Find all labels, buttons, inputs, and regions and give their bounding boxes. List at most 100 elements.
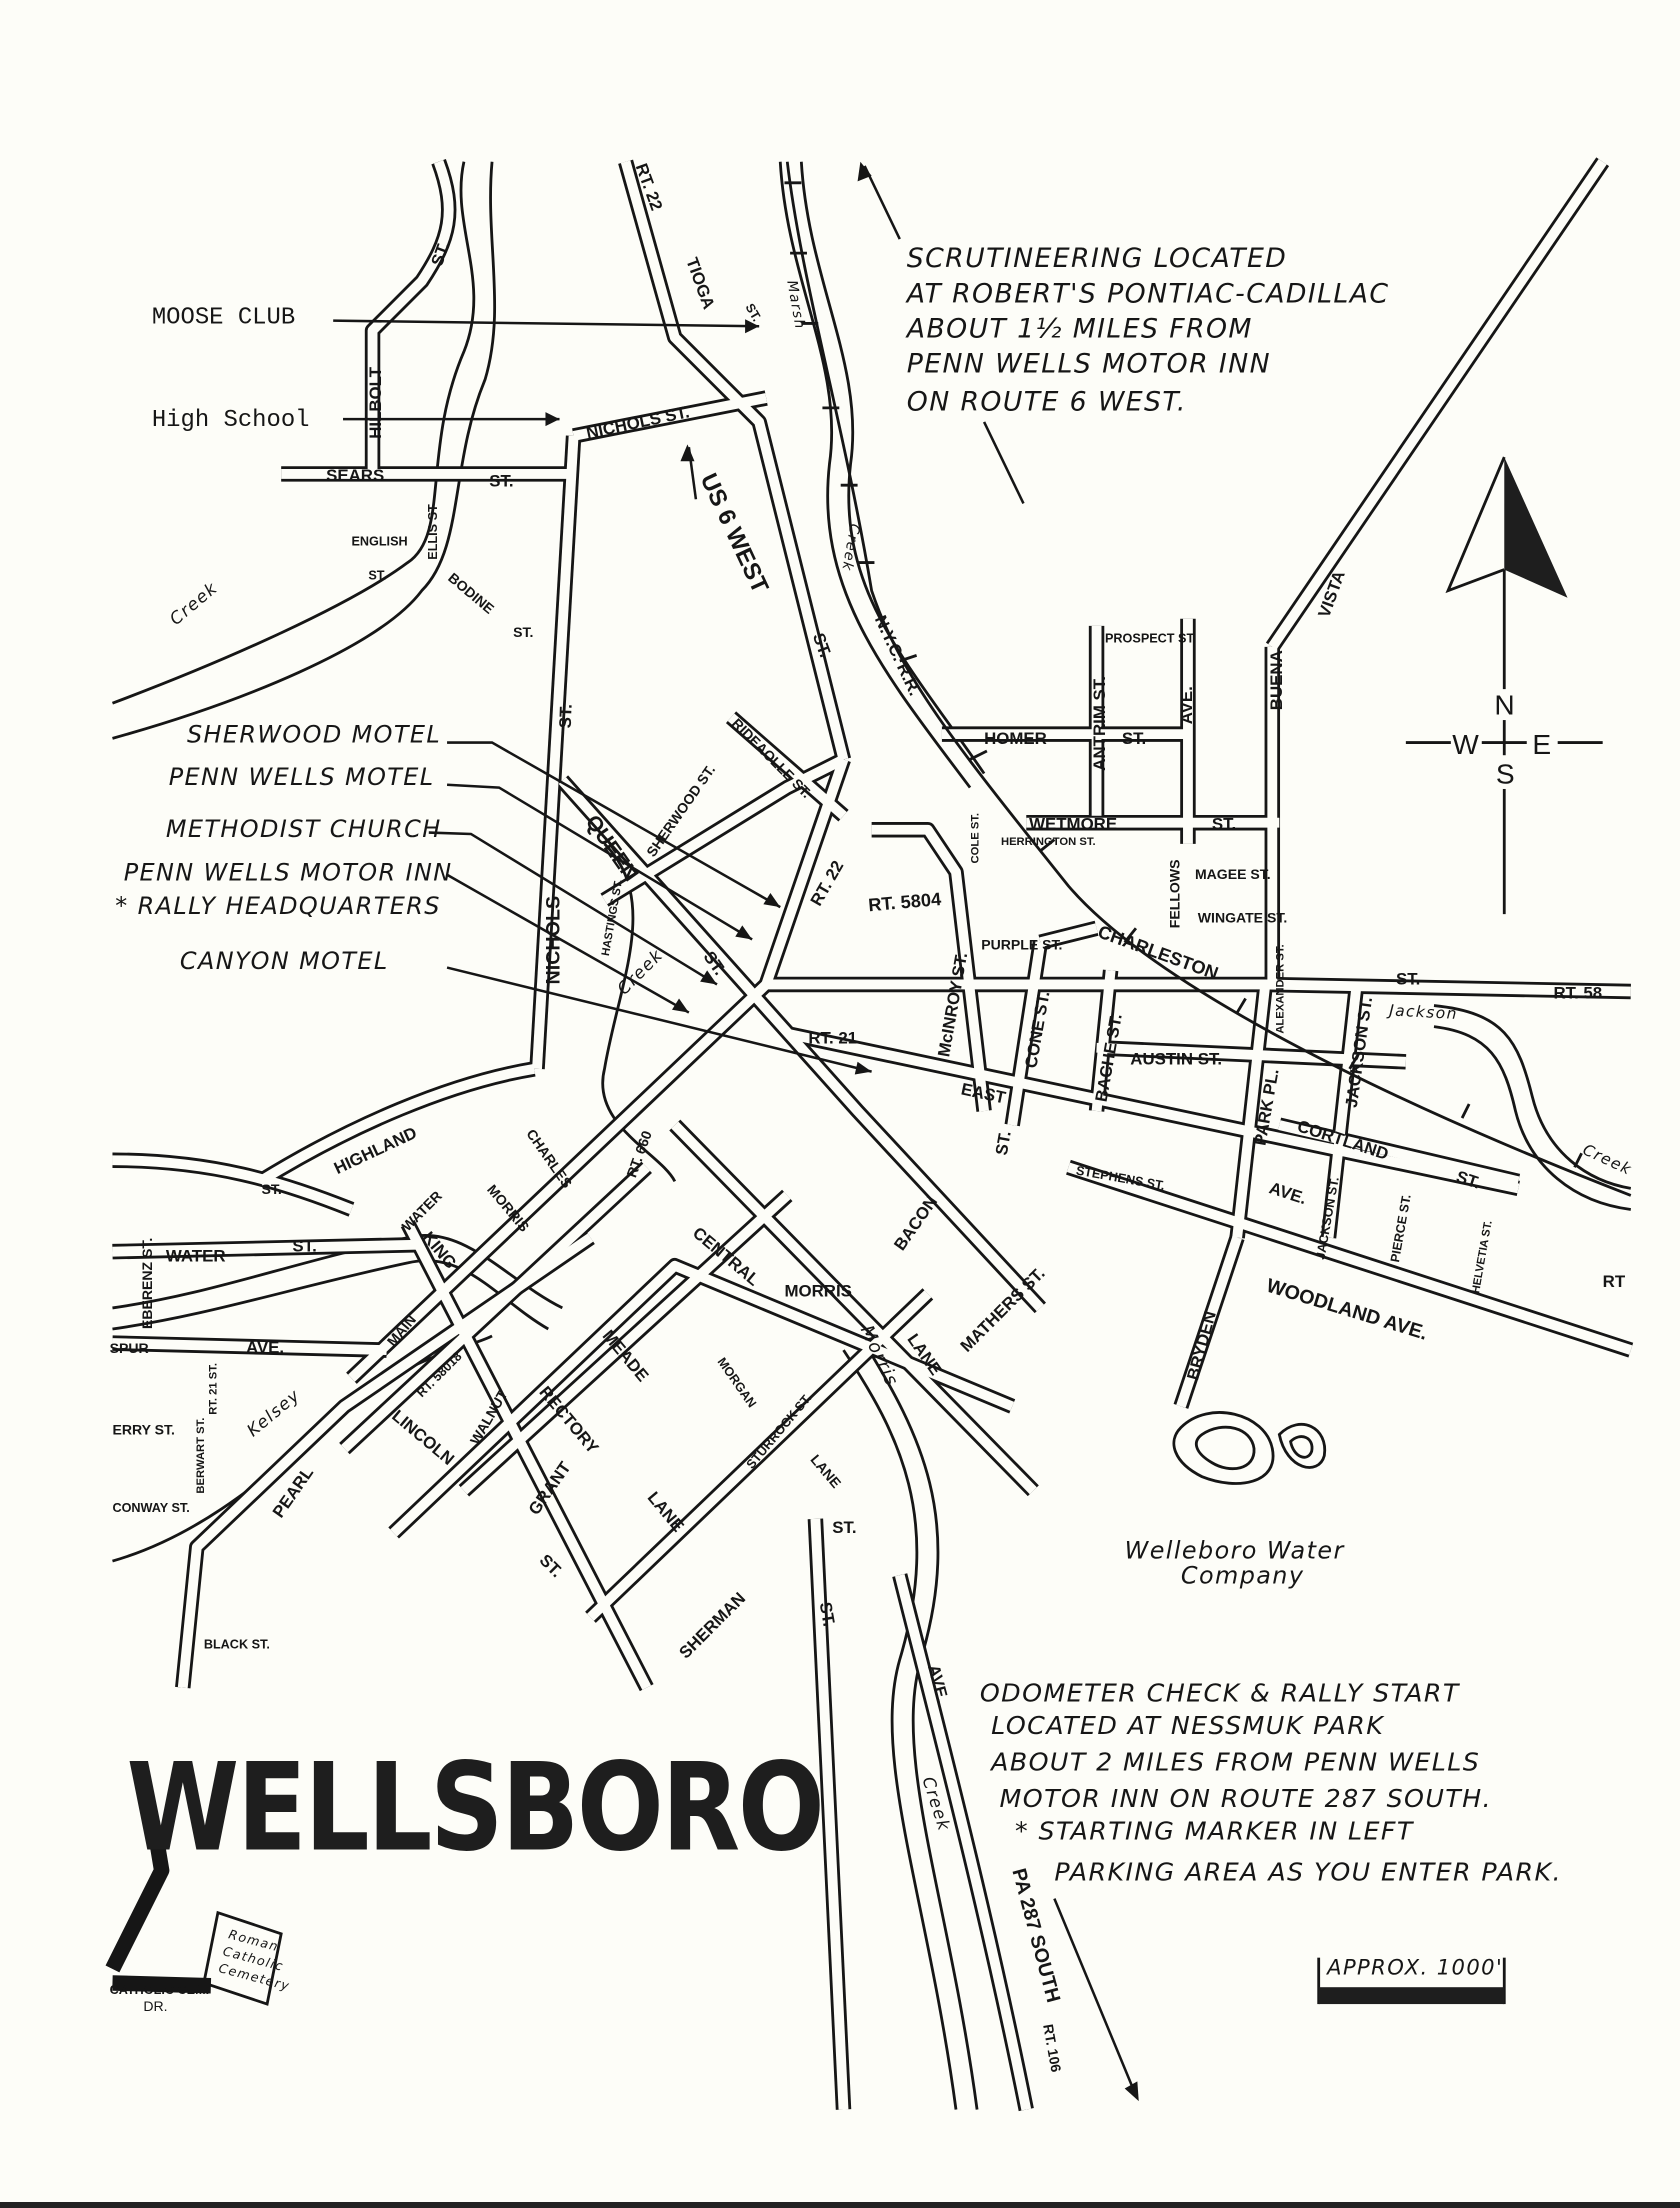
road-fill bbox=[786, 1028, 1520, 1194]
road-fill bbox=[1176, 1236, 1242, 1408]
street-label: ST. bbox=[556, 704, 576, 729]
scrutineering-note: SCRUTINEERING LOCATED AT ROBERT'S PONTIA… bbox=[905, 243, 1390, 418]
street-label: SEARS bbox=[326, 466, 384, 485]
road-fill bbox=[348, 979, 1631, 1382]
road-fill bbox=[112, 1239, 422, 1257]
rally-headquarters-label: * RALLY HEADQUARTERS bbox=[115, 892, 441, 920]
rally-start-note: ODOMETER CHECK & RALLY START LOCATED AT … bbox=[980, 1679, 1562, 1887]
street-label: AVE. bbox=[1177, 686, 1196, 724]
note-line: PARKING AREA AS YOU ENTER PARK. bbox=[1054, 1857, 1562, 1886]
street-label: RT. 21 bbox=[808, 1029, 857, 1048]
note-line: SCRUTINEERING LOCATED bbox=[907, 243, 1287, 274]
road-fill bbox=[257, 1063, 536, 1186]
penn-wells-motor-inn-label: PENN WELLS MOTOR INN bbox=[124, 858, 453, 886]
high-school-label: High School bbox=[152, 407, 310, 434]
street-label: PROSPECT ST. bbox=[1105, 632, 1196, 646]
street-label: ERRY ST. bbox=[112, 1421, 174, 1437]
street-label: BERWART ST. bbox=[195, 1418, 207, 1494]
street-label: ST. bbox=[832, 1518, 856, 1537]
street-label: RT. 58 bbox=[1553, 984, 1602, 1003]
street-label: WETMORE bbox=[1029, 815, 1117, 834]
compass-s: S bbox=[1496, 758, 1515, 789]
street-label: RT. 21 ST. bbox=[208, 1363, 220, 1415]
scale-bar: APPROX. 1000' bbox=[1317, 1955, 1506, 2005]
street-label: ST. bbox=[1396, 969, 1420, 988]
scan-edge bbox=[0, 2202, 1680, 2208]
street-label: COLE ST. bbox=[969, 813, 981, 864]
road-fill bbox=[727, 713, 847, 820]
road-fill bbox=[810, 1518, 849, 2110]
road-fill bbox=[532, 435, 579, 1070]
railroad bbox=[784, 161, 1632, 1197]
street-label: NICHOLS bbox=[543, 896, 565, 985]
road-fill bbox=[601, 755, 846, 905]
road-fill bbox=[871, 824, 989, 1112]
street-label: SPUR bbox=[110, 1340, 149, 1356]
road-fill bbox=[112, 1338, 387, 1356]
sherwood-motel-label: SHERWOOD MOTEL bbox=[187, 721, 441, 749]
note-line: ODOMETER CHECK & RALLY START bbox=[980, 1679, 1461, 1708]
road-fill bbox=[367, 160, 454, 479]
road-fill bbox=[460, 1191, 791, 1495]
water-company-label: Welleboro Water bbox=[1125, 1536, 1346, 1564]
road-fill bbox=[1323, 983, 1362, 1239]
scale-label: APPROX. 1000' bbox=[1325, 1955, 1503, 1980]
methodist-church-label: METHODIST CHURCH bbox=[166, 815, 442, 843]
street-label: ELLIS ST bbox=[426, 504, 440, 560]
cemetery: Roman Catholic Cemetery CATHOLIC CEM. DR… bbox=[105, 1827, 292, 2014]
street-label: ST. bbox=[1122, 729, 1146, 748]
street-label: ENGLISH bbox=[351, 535, 407, 549]
road-fill bbox=[1066, 1162, 1633, 1355]
street-label: ST. bbox=[743, 301, 764, 324]
road-fill bbox=[112, 1155, 354, 1215]
penn-wells-motel-label: PENN WELLS MOTEL bbox=[169, 763, 435, 791]
street-label: Jackson bbox=[1386, 1001, 1458, 1023]
street-label: HILBOLT bbox=[366, 366, 385, 439]
road-fill bbox=[177, 1233, 594, 1689]
road-fill bbox=[572, 393, 768, 441]
street-label: ST. bbox=[261, 1181, 281, 1197]
street-label: MAGEE ST. bbox=[1195, 866, 1271, 882]
roads bbox=[112, 157, 1634, 2112]
street-label: AUSTIN ST. bbox=[1130, 1050, 1222, 1069]
road-fill bbox=[1007, 941, 1046, 1126]
note-line: ON ROUTE 6 WEST. bbox=[907, 387, 1187, 418]
cemetery-road-label: CATHOLIC CEM. bbox=[110, 1983, 209, 1997]
road-fill bbox=[1278, 1120, 1520, 1187]
compass-w: W bbox=[1452, 729, 1479, 760]
note-line: MOTOR INN ON ROUTE 287 SOUTH. bbox=[1000, 1784, 1492, 1813]
street-label: RT bbox=[1603, 1272, 1626, 1291]
street-label: ST. bbox=[1212, 815, 1236, 834]
road-fill bbox=[894, 1573, 1032, 2111]
road-fill bbox=[390, 1260, 1015, 1537]
street-label: ST. bbox=[489, 472, 513, 491]
street-label: HOMER bbox=[984, 729, 1047, 748]
street-label: ST. bbox=[816, 1601, 839, 1628]
street-label: ST. bbox=[292, 1237, 316, 1256]
canyon-motel-label: CANYON MOTEL bbox=[180, 947, 389, 975]
note-line: ABOUT 2 MILES FROM PENN WELLS bbox=[989, 1748, 1480, 1777]
compass-e: E bbox=[1532, 729, 1551, 760]
note-line: LOCATED AT NESSMUK PARK bbox=[991, 1711, 1385, 1740]
street-label: HERRINGTON ST. bbox=[1001, 836, 1096, 848]
road-fill bbox=[1091, 969, 1116, 1112]
road-fill bbox=[620, 160, 849, 761]
street-label: BUENA bbox=[1267, 650, 1286, 710]
note-line: PENN WELLS MOTOR INN bbox=[907, 349, 1271, 380]
street-label: PURPLE ST. bbox=[981, 936, 1062, 952]
note-line: ABOUT 1½ MILES FROM bbox=[905, 314, 1253, 345]
road-fills bbox=[112, 158, 1633, 2111]
street-label: BLACK ST. bbox=[204, 1637, 270, 1651]
street-label: WINGATE ST. bbox=[1198, 910, 1287, 926]
moose-club-label: MOOSE CLUB bbox=[152, 304, 295, 331]
street-label: WATER bbox=[166, 1247, 226, 1266]
street-label: ST. bbox=[513, 624, 533, 640]
compass-rose: N W E S bbox=[1405, 456, 1603, 915]
street-label: AVE. bbox=[246, 1338, 284, 1357]
road-fill bbox=[1268, 158, 1607, 650]
street-label: ST. bbox=[992, 1129, 1015, 1156]
note-line: AT ROBERT'S PONTIAC-CADILLAC bbox=[905, 278, 1390, 309]
street-label: FELLOWS bbox=[1167, 860, 1183, 929]
compass-n: N bbox=[1494, 689, 1514, 720]
street-label: CONWAY ST. bbox=[112, 1501, 189, 1515]
